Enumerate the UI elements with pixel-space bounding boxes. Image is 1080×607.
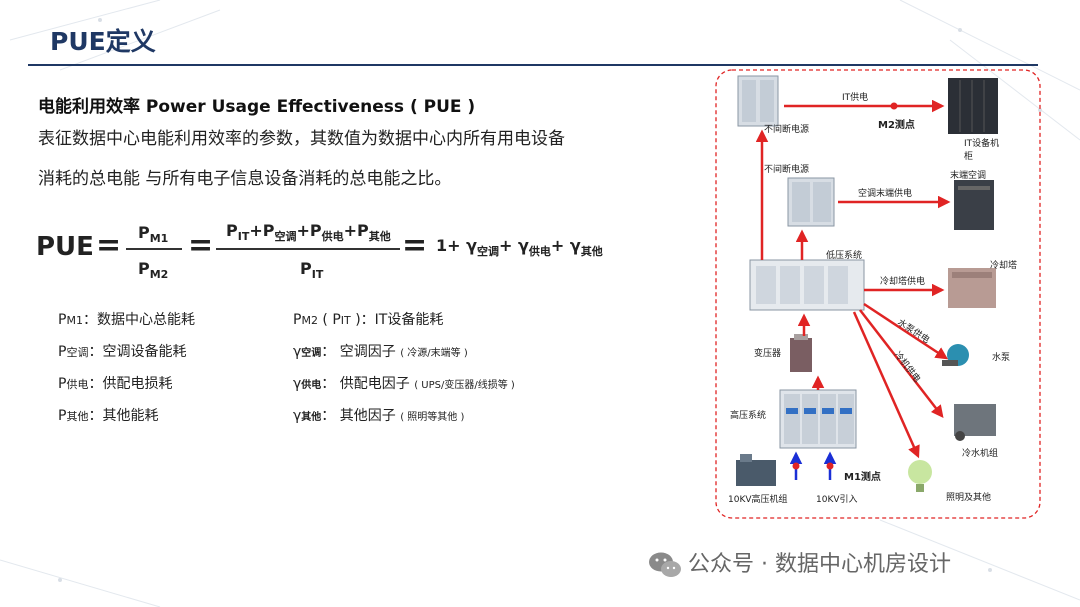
label-lv-system: 低压系统: [826, 251, 863, 261]
legend-pm2: PM2 ( PIT )：IT设备能耗: [293, 312, 444, 328]
formula-equals-1: =: [96, 228, 122, 263]
label-it-supply: IT供电: [842, 93, 869, 103]
label-ups-2: 不间断电源: [764, 165, 810, 175]
lv-system-icon: [749, 259, 865, 311]
formula-equals-3: =: [402, 228, 428, 263]
header: PUE定义: [0, 0, 1080, 66]
label-hv-generator: 10KV高压机组: [728, 495, 788, 505]
pue-subtitle: 电能利用效率 Power Usage Effectiveness ( PUE ): [38, 97, 476, 117]
fraction1-denominator: PM2: [138, 259, 169, 282]
ups-top-icon: [737, 75, 779, 127]
legend-gamma-gd: γ供电： 供配电因子 ( UPS/变压器/线损等 ): [293, 376, 515, 392]
label-kv-inlet: 10KV引入: [816, 495, 858, 505]
formula-expanded: 1+ γ空调+ γ供电+ γ其他: [436, 236, 603, 259]
label-chiller: 冷水机组: [962, 449, 999, 459]
fraction2-line: [216, 248, 400, 250]
diagram-graphics: [715, 69, 1041, 519]
label-ups-1: 不间断电源: [764, 125, 810, 135]
page-title: PUE定义: [50, 27, 156, 56]
lighting-icon: [908, 460, 932, 492]
fraction1-numerator: PM1: [138, 223, 169, 246]
legend-gamma-qt: γ其他： 其他因子 ( 照明等其他 ): [293, 408, 465, 424]
diagram-dashed-border: [715, 69, 1041, 519]
label-ac-end-supply: 空调末端供电: [858, 189, 913, 199]
m1-point-marker-1: [792, 462, 800, 470]
ups-mid-icon: [787, 177, 835, 227]
pump-icon: [942, 344, 969, 366]
label-pump: 水泵: [992, 353, 1011, 363]
m1-point-marker-2: [826, 462, 834, 470]
label-it-cabinet: IT设备机柜: [964, 139, 1000, 162]
legend-gamma-kt: γ空调： 空调因子 ( 冷源/末端等 ): [293, 344, 468, 360]
pue-formula: PUE = PM1 PM2 = PIT+P空调+P供电+P其他 PIT = 1+…: [36, 218, 676, 288]
legend-pgd: P供电：供配电损耗: [58, 376, 173, 392]
m2-point-marker: [890, 102, 898, 110]
fraction2-denominator: PIT: [300, 259, 324, 282]
transformer-icon: [790, 334, 812, 372]
legend-pqt: P其他：其他能耗: [58, 408, 159, 424]
label-cooling-tower-supply: 冷却塔供电: [880, 277, 926, 287]
legend-pm1: PM1：数据中心总能耗: [58, 312, 195, 328]
it-cabinet-icon: [948, 78, 998, 134]
label-m2-point: M2测点: [878, 120, 915, 131]
description-line-1: 表征数据中心电能利用效率的参数，其数值为数据中心内所有用电设备: [38, 129, 565, 149]
generator-icon: [736, 454, 776, 486]
title-divider: [28, 64, 1038, 66]
end-ac-icon: [954, 180, 994, 230]
label-cooling-tower: 冷却塔: [990, 261, 1018, 271]
label-transformer: 变压器: [754, 349, 782, 359]
cooling-tower-icon: [948, 268, 996, 308]
label-hv-system: 高压系统: [730, 411, 767, 421]
description-line-2: 消耗的总电能 与所有电子信息设备消耗的总电能之比。: [38, 169, 452, 189]
wechat-icon: [649, 552, 681, 577]
chiller-icon: [954, 404, 996, 441]
label-lighting: 照明及其他: [946, 493, 992, 503]
fraction2-numerator: PIT+P空调+P供电+P其他: [226, 221, 391, 244]
hv-system-icon: [779, 389, 857, 449]
label-end-ac: 末端空调: [950, 171, 987, 181]
fraction1-line: [126, 248, 182, 250]
formula-lhs: PUE: [36, 232, 94, 262]
legend-pkt: P空调：空调设备能耗: [58, 344, 187, 360]
watermark-text: 公众号 · 数据中心机房设计: [688, 552, 951, 577]
power-distribution-diagram: 不间断电源 IT供电 M2测点 IT设备机柜 不间断电源 空调末端供电 末端空调…: [714, 68, 1042, 520]
formula-equals-2: =: [188, 228, 214, 263]
label-m1-point: M1测点: [844, 472, 881, 483]
